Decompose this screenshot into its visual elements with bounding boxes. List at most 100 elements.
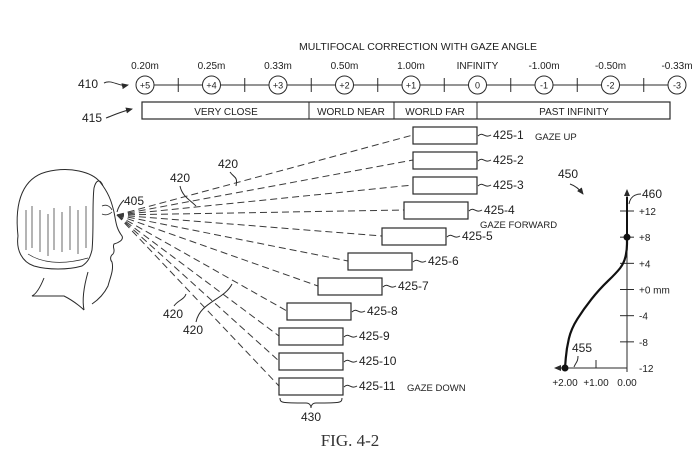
display-label: 425-8 (367, 304, 398, 318)
gaze-ray (116, 214, 288, 312)
gaze-forward-label: GAZE FORWARD (480, 220, 557, 231)
x-tick-label: 0.00 (617, 378, 637, 389)
display-panel (403, 201, 469, 220)
curve-marker (623, 233, 631, 241)
y-tick-label: -8 (639, 338, 648, 349)
ref-420-d-leader (195, 283, 233, 323)
display-leader (343, 334, 358, 338)
display-label: 425-7 (398, 279, 429, 293)
stack-brace (279, 397, 343, 409)
ref-420-b-leader (179, 185, 197, 207)
y-tick-label: +12 (639, 207, 656, 218)
diopter-value: -3 (673, 81, 681, 91)
distance-label: INFINITY (457, 61, 499, 72)
gaze-ray (116, 134, 414, 216)
distance-label: -0.33m (661, 61, 692, 72)
gaze-ray (116, 214, 280, 337)
display-label: 425-2 (493, 153, 524, 167)
diopter-marker (401, 75, 421, 95)
zones-bar (141, 101, 671, 120)
y-tick-label: +8 (639, 233, 651, 244)
display-panel (412, 176, 478, 195)
diopter-marker (601, 75, 620, 95)
diopter-marker (468, 75, 487, 95)
distance-label: 0.50m (331, 61, 359, 72)
ref-460: 460 (642, 187, 662, 201)
display-panel (381, 227, 447, 246)
y-tick-label: +4 (639, 259, 651, 270)
ref-420-d: 420 (183, 323, 203, 337)
display-label: 425-6 (428, 254, 459, 268)
diopter-marker (135, 75, 155, 95)
display-panel (412, 151, 478, 170)
x-tick-label: +1.00 (583, 378, 609, 389)
gaze-up-label: GAZE UP (535, 132, 577, 143)
display-panel (347, 252, 413, 271)
gaze-ray (116, 159, 414, 216)
ref-420-c-leader (173, 293, 187, 307)
display-panel (412, 126, 478, 145)
display-label: 425-5 (462, 229, 493, 243)
display-leader (382, 284, 397, 288)
display-panel (278, 327, 344, 346)
distance-label: 0.25m (198, 61, 226, 72)
display-stack: 425-1425-2425-3425-4425-5425-6425-7425-8… (278, 126, 524, 396)
diopter-value: +1 (406, 81, 416, 91)
distance-label: 1.00m (397, 61, 425, 72)
y-tick-label: +0 mm (639, 286, 670, 297)
ref-420-a: 420 (218, 157, 238, 171)
zone-world-near: WORLD NEAR (317, 107, 385, 118)
ref-450-leader (569, 183, 584, 195)
gaze-ray (116, 214, 319, 287)
display-panel (278, 352, 344, 371)
y-tick-label: -4 (639, 312, 648, 323)
display-leader (477, 158, 492, 162)
ref-455-leader (573, 355, 579, 368)
ref-405-leader (116, 199, 125, 213)
distance-label: 0.20m (131, 61, 159, 72)
diopter-marker (335, 75, 354, 95)
display-leader (343, 359, 358, 363)
zone-past-infinity: PAST INFINITY (539, 107, 609, 118)
ref-455: 455 (572, 341, 592, 355)
display-panel (286, 302, 352, 321)
display-leader (412, 259, 427, 263)
zone-very-close: VERY CLOSE (194, 107, 258, 118)
ref-420-b: 420 (170, 171, 190, 185)
display-leader (477, 183, 492, 187)
display-label: 425-9 (359, 329, 390, 343)
zone-world-far: WORLD FAR (405, 107, 464, 118)
gaze-down-label: GAZE DOWN (407, 383, 466, 394)
distance-label: -0.50m (595, 61, 626, 72)
diopter-value: +5 (140, 81, 150, 91)
gaze-ray (116, 214, 349, 262)
diopter-marker (534, 75, 554, 95)
distance-label: -1.00m (528, 61, 559, 72)
diopter-marker (268, 75, 288, 95)
gaze-ray (116, 214, 280, 387)
head-profile-illustration (16, 169, 123, 311)
figure-title: MULTIFOCAL CORRECTION WITH GAZE ANGLE (299, 41, 537, 53)
y-tick-label: -12 (639, 364, 654, 375)
display-label: 425-4 (484, 203, 515, 217)
ref-410-leader (103, 81, 129, 90)
display-label: 425-10 (359, 354, 397, 368)
ref-420-a-leader (229, 171, 237, 187)
display-leader (351, 309, 366, 313)
display-panel (317, 277, 383, 296)
display-label: 425-11 (359, 379, 396, 393)
display-panel (278, 377, 344, 396)
display-leader (446, 234, 461, 238)
focus-zones: 415 VERY CLOSE WORLD NEAR WORLD FAR PAST… (82, 101, 671, 125)
gaze-ray (116, 209, 405, 216)
ref-415: 415 (82, 111, 102, 125)
diopter-marker (667, 75, 687, 95)
ref-410: 410 (78, 77, 98, 91)
diopter-value: +4 (206, 81, 216, 91)
diopter-marker (202, 75, 221, 95)
x-tick-label: +2.00 (552, 378, 578, 389)
ref-415-leader (105, 107, 133, 119)
ref-420-c: 420 (163, 307, 183, 321)
